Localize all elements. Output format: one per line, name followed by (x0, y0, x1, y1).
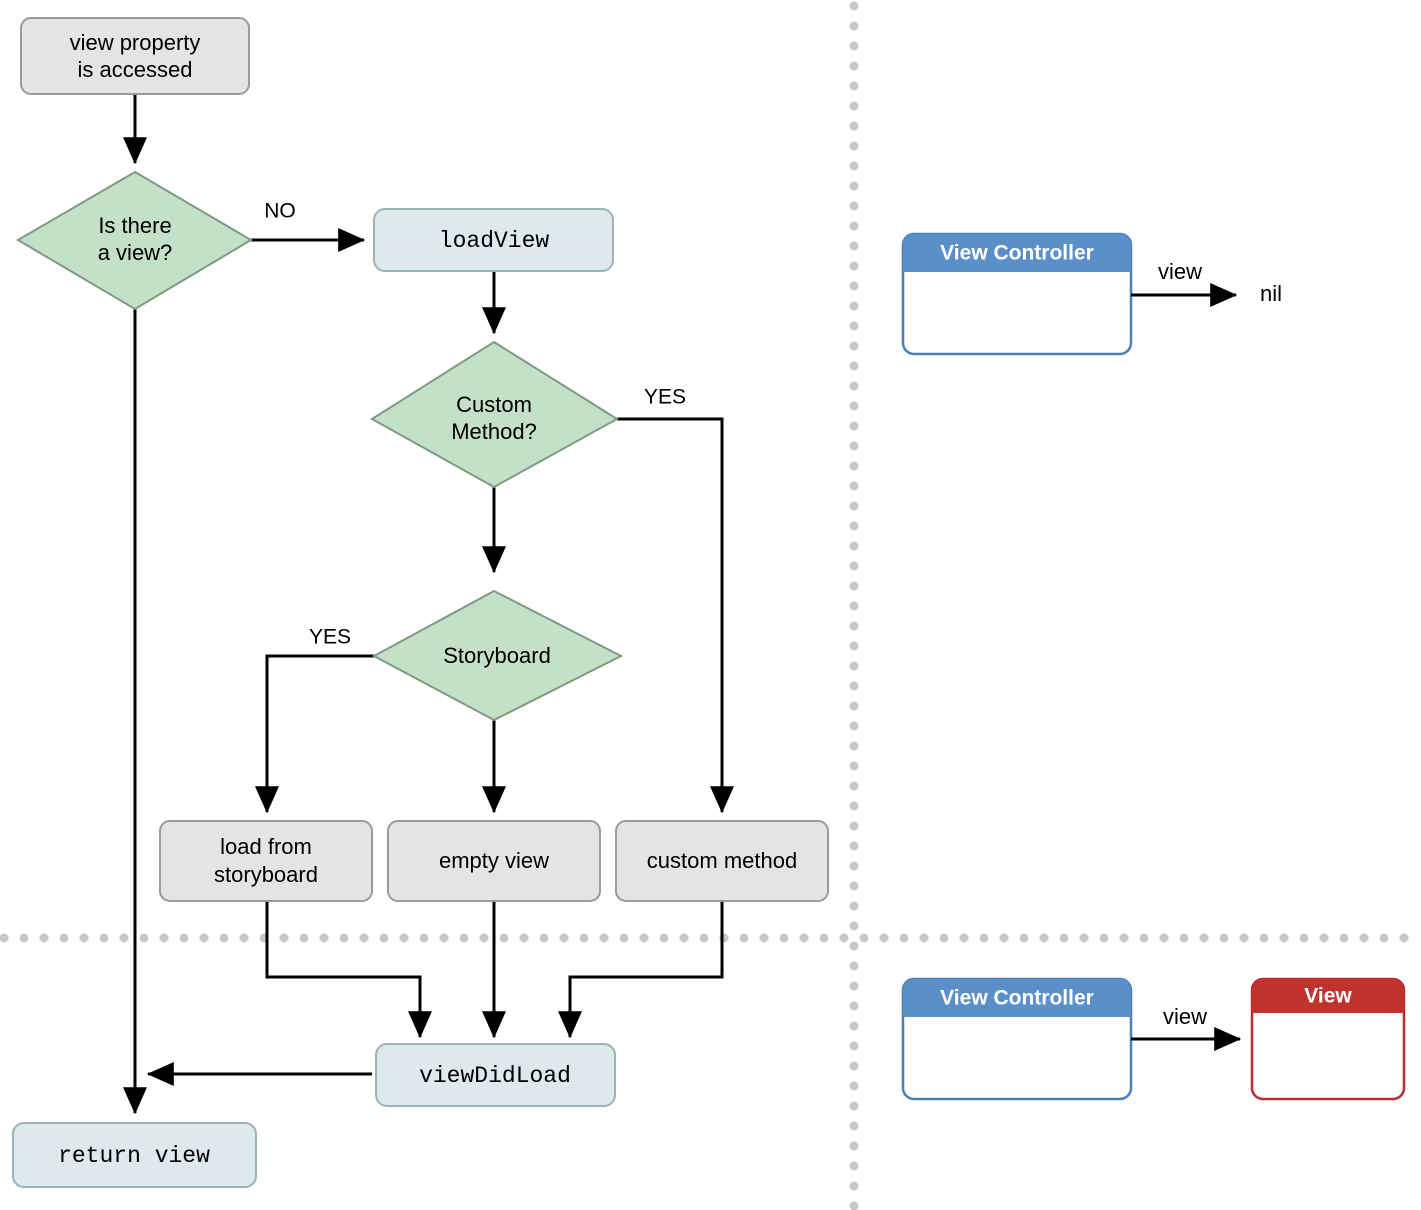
card-view-controller-top[interactable]: View Controller (901, 232, 1133, 356)
edge-custommethodbox-to-viewdidload (558, 901, 724, 1039)
node-custom-method-box[interactable]: custom method (615, 820, 829, 902)
edge-label-view-bottom: view (1163, 1004, 1207, 1029)
node-view-property-line2: is accessed (78, 57, 193, 82)
node-return-view[interactable]: return view (12, 1122, 257, 1188)
node-view-did-load[interactable]: viewDidLoad (375, 1043, 616, 1107)
node-load-from-storyboard-line2: storyboard (214, 862, 318, 887)
node-load-view-label: loadView (439, 228, 550, 254)
card-view[interactable]: View (1250, 977, 1406, 1101)
card-view-controller-bottom-title: View Controller (940, 987, 1094, 1010)
card-view-title: View (1304, 985, 1352, 1008)
card-view-controller-bottom[interactable]: View Controller (901, 977, 1133, 1101)
node-return-view-label: return view (58, 1143, 210, 1169)
edge-label-yes-custom-method: YES (644, 386, 686, 409)
edge-label-no: NO (264, 200, 296, 223)
node-is-there-a-view-line1: Is there (98, 213, 171, 238)
vertical-dotted-separator (849, 1, 859, 1210)
node-custom-method-decision[interactable]: Custom Method? (370, 340, 619, 489)
node-load-view[interactable]: loadView (373, 208, 614, 272)
horizontal-dotted-separator (0, 933, 1409, 943)
edge-custommethod-yes-to-custommethodbox (617, 417, 734, 814)
node-load-from-storyboard[interactable]: load from storyboard (159, 820, 373, 902)
edge-storyboard-yes-to-loadfromstoryboard (255, 654, 374, 814)
node-view-property-accessed[interactable]: view property is accessed (20, 17, 250, 95)
card-view-controller-top-title: View Controller (940, 242, 1094, 265)
edge-loadfromstoryboard-to-viewdidload (265, 901, 432, 1039)
node-is-there-a-view-line2: a view? (98, 240, 173, 265)
node-empty-view[interactable]: empty view (387, 820, 601, 902)
node-custom-method-box-label: custom method (647, 848, 797, 873)
label-nil: nil (1260, 281, 1282, 306)
node-custom-method-line1: Custom (456, 392, 532, 417)
node-load-from-storyboard-line1: load from (220, 834, 312, 859)
node-view-property-line1: view property (70, 30, 201, 55)
node-is-there-a-view-decision[interactable]: Is there a view? (16, 170, 253, 311)
node-storyboard-decision[interactable]: Storyboard (371, 589, 624, 722)
node-empty-view-label: empty view (439, 848, 549, 873)
node-storyboard-label: Storyboard (443, 643, 551, 668)
edge-label-yes-storyboard: YES (309, 626, 351, 649)
node-custom-method-line2: Method? (451, 419, 537, 444)
edge-label-view-top: view (1158, 259, 1202, 284)
node-view-did-load-label: viewDidLoad (419, 1063, 571, 1089)
